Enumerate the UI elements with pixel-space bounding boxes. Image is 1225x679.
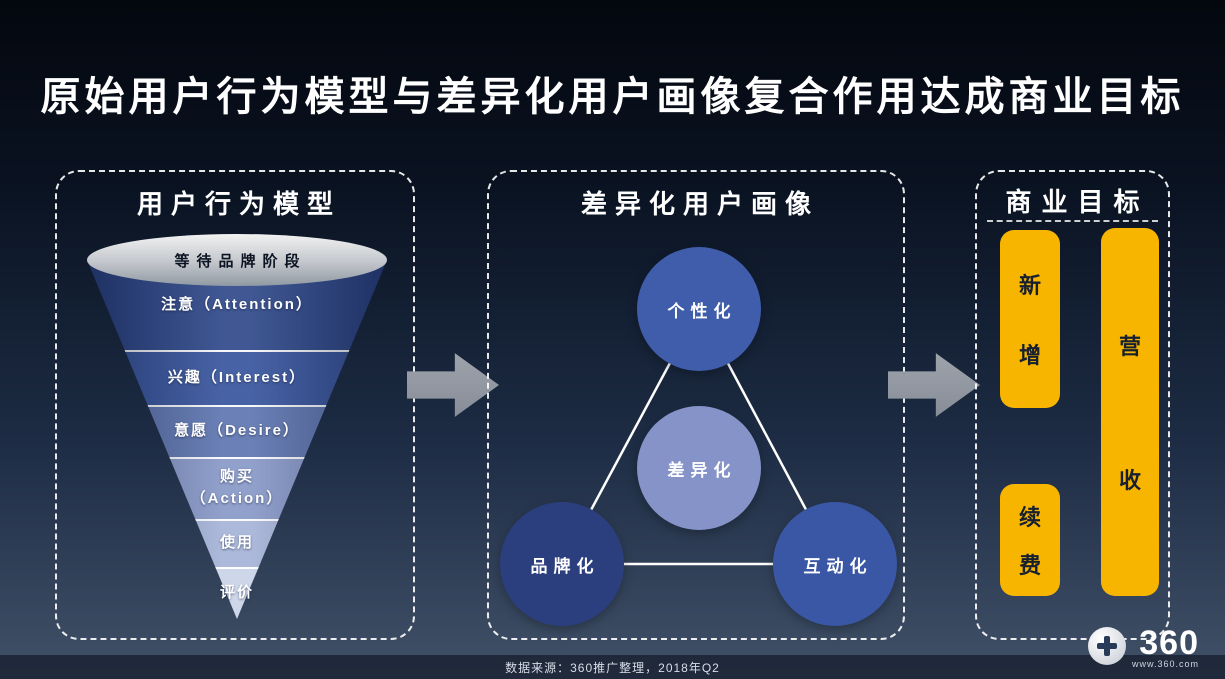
funnel-stage-desire (87, 405, 387, 457)
node-differentiation: 差异化 (637, 406, 761, 530)
node-personalization-label: 个性化 (667, 301, 737, 321)
360-plus-logo-icon (1087, 626, 1126, 665)
funnel (87, 260, 387, 619)
funnel-stage-interest (87, 350, 387, 405)
logo-text: 360 www.360.com (1131, 623, 1199, 669)
goal-new-users: 新增 (1000, 230, 1060, 408)
goal-revenue: 营收 (1101, 228, 1159, 596)
business-goals-title: 商业目标 (1005, 187, 1150, 217)
funnel-cap-label: 等待品牌阶段 (174, 252, 307, 270)
footer: 数据来源：360推广整理，2018年Q2 (0, 655, 1225, 679)
node-branding: 品牌化 (500, 502, 624, 626)
logo-brand-text: 360 (1139, 623, 1199, 662)
logo-url-text: www.360.com (1131, 659, 1199, 669)
panel-user-behavior-model: 用户行为模型 等待品牌阶段 注意（Attention） 兴趣（Interest）… (55, 170, 415, 640)
node-interaction-label: 互动化 (803, 556, 873, 576)
data-source-text: 数据来源：360推广整理，2018年Q2 (505, 660, 720, 675)
node-personalization: 个性化 (637, 247, 761, 371)
node-differentiation-label: 差异化 (667, 460, 737, 480)
portrait-title: 差异化用户画像 (580, 189, 819, 219)
logo-360: 360 www.360.com (1087, 623, 1199, 669)
title-separator (987, 220, 1158, 222)
panel-business-goals: 商业目标 新增 续费 营收 (975, 170, 1170, 640)
behavior-model-title: 用户行为模型 (136, 189, 341, 219)
funnel-stage-action (87, 457, 387, 519)
funnel-stage-review (87, 567, 387, 619)
slide-title: 原始用户行为模型与差异化用户画像复合作用达成商业目标 (40, 75, 1185, 119)
arrow-right-icon (407, 353, 499, 417)
funnel-cap-ellipse: 等待品牌阶段 (87, 234, 387, 286)
node-branding-label: 品牌化 (530, 556, 600, 576)
node-interaction: 互动化 (773, 502, 897, 626)
goal-renewal: 续费 (1000, 484, 1060, 596)
panel-differentiated-portrait: 差异化用户画像 个性化 差异化 品牌化 互动化 (487, 170, 905, 640)
funnel-stage-usage (87, 519, 387, 567)
